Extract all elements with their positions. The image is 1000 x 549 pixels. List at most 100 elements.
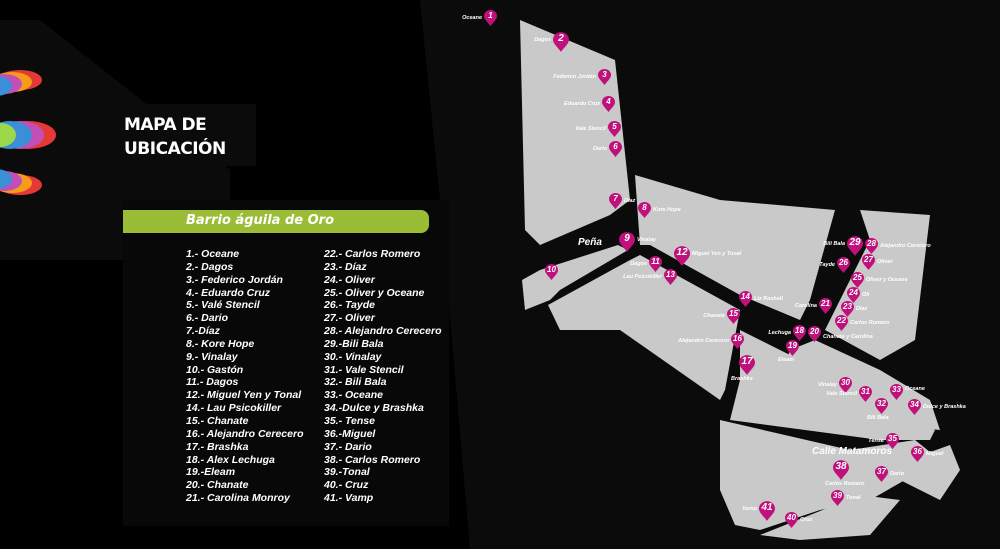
city-blocks	[520, 20, 960, 540]
map-pin-icon	[890, 384, 903, 400]
pin-number: 35	[888, 434, 897, 443]
pin-label: Tayde	[819, 262, 835, 268]
pin-label: Chanate	[703, 313, 725, 319]
list-item: 6.- Dario	[186, 312, 229, 325]
map-pin[interactable]: 1	[484, 10, 497, 26]
list-item: 19.-Eleam	[186, 466, 236, 479]
map-pin[interactable]: 20	[808, 326, 821, 342]
map-pin[interactable]: 10	[545, 264, 558, 280]
list-item: 41.- Vamp	[324, 492, 374, 505]
map-pin[interactable]: 31	[859, 386, 872, 402]
pin-label: Vale Stencil	[826, 391, 857, 397]
map-pin[interactable]: 14	[739, 291, 752, 307]
map-pin[interactable]: 41	[759, 501, 775, 521]
list-item: 30.- Vinalay	[324, 350, 382, 363]
pin-number: 2	[558, 33, 564, 44]
pin-number: 26	[839, 258, 848, 267]
pin-number: 22	[837, 316, 846, 325]
map-pin[interactable]: 40	[785, 512, 798, 528]
list-item: 25.- Oliver y Oceane	[324, 286, 425, 299]
list-item: 31.- Vale Stencil	[324, 363, 404, 376]
map-pin[interactable]: 35	[886, 433, 899, 449]
map-pin-icon	[602, 96, 615, 112]
pin-label: Lechuga	[768, 330, 791, 336]
pin-number: 31	[861, 387, 870, 396]
map-pin[interactable]: 32	[875, 398, 888, 414]
map-pin[interactable]: 37	[875, 466, 888, 482]
map-pin-icon	[739, 355, 755, 375]
pin-number: 36	[913, 447, 922, 456]
pin-number: 8	[642, 203, 647, 212]
map-pin[interactable]: 26	[837, 257, 850, 273]
list-item: 7.-Díaz	[186, 325, 220, 338]
map-pin[interactable]: 27	[862, 254, 875, 270]
pin-number: 38	[835, 461, 847, 472]
map-pin[interactable]: 2	[553, 32, 569, 52]
pin-label: Oliver y Oceane	[866, 277, 908, 283]
map-pin[interactable]: 33	[890, 384, 903, 400]
list-item: 16.- Alejandro Cerecero	[186, 427, 304, 440]
pin-label: Carlos Romero	[850, 320, 890, 326]
map-pin[interactable]: 15	[727, 308, 740, 324]
map-pin-icon	[609, 141, 622, 157]
pin-number: 28	[867, 239, 876, 248]
list-item: 4.- Eduardo Cruz	[186, 286, 271, 299]
map-pin-icon	[833, 460, 849, 480]
map-pin[interactable]: 29	[847, 236, 863, 256]
map-pin[interactable]: 23	[841, 301, 854, 317]
map-pin[interactable]: 7	[609, 193, 622, 209]
map-pin[interactable]: 36	[911, 446, 924, 462]
pin-label: Oceane	[462, 15, 482, 21]
list-item: 10.- Gastón	[186, 363, 244, 376]
pin-number: 21	[821, 299, 830, 308]
map-pin[interactable]: 11	[649, 256, 662, 272]
map-pin-icon	[638, 202, 651, 218]
map-pin[interactable]: 24	[847, 287, 860, 303]
map-pin-icon	[911, 446, 924, 462]
map-pin-icon	[819, 298, 832, 314]
map-pin[interactable]: 28	[865, 238, 878, 254]
map-pin[interactable]: 5	[608, 121, 621, 137]
pin-label: Oli	[862, 292, 870, 298]
map-pin[interactable]: 22	[835, 315, 848, 331]
map-pin-icon	[545, 264, 558, 280]
list-item: 24.- Oliver	[324, 273, 375, 286]
pin-label: Dagos	[534, 37, 551, 43]
map-pin[interactable]: 12	[674, 246, 690, 266]
map-pin[interactable]: 4	[602, 96, 615, 112]
map-pin[interactable]: 8	[638, 202, 651, 218]
list-item: 9.- Vinalay	[186, 350, 238, 363]
pin-number: 11	[651, 257, 660, 266]
map-pin[interactable]: 9	[619, 232, 635, 252]
list-item: 18.- Alex Lechuga	[186, 453, 275, 466]
map-pin[interactable]: 13	[664, 269, 677, 285]
pin-label: Oliver	[877, 259, 893, 265]
map-pin[interactable]: 34	[908, 399, 921, 415]
map-pin[interactable]: 21	[819, 298, 832, 314]
pin-number: 30	[841, 378, 850, 387]
map-pin[interactable]: 3	[598, 69, 611, 85]
map-pin[interactable]: 16	[731, 333, 744, 349]
pin-label: Liz Rashell	[754, 296, 783, 302]
map-pin-icon	[674, 246, 690, 266]
pin-number: 34	[910, 400, 919, 409]
map-pin-icon	[839, 377, 852, 393]
pin-number: 3	[602, 70, 607, 79]
map-pin[interactable]: 6	[609, 141, 622, 157]
map-pin[interactable]: 18	[793, 325, 806, 341]
map-pin-icon	[875, 398, 888, 414]
map-pin-icon	[598, 69, 611, 85]
pin-number: 23	[843, 302, 852, 311]
map-pin[interactable]: 30	[839, 377, 852, 393]
map-pin[interactable]: 17	[739, 355, 755, 375]
map-pin[interactable]: 19	[786, 340, 799, 356]
map-pin[interactable]: 25	[851, 272, 864, 288]
map-pin-icon	[835, 315, 848, 331]
pin-number: 6	[613, 142, 618, 151]
list-item: 38.- Carlos Romero	[324, 453, 421, 466]
map-pin[interactable]: 38	[833, 460, 849, 480]
list-item: 11.- Dagos	[186, 376, 239, 389]
map-pin[interactable]: 39	[831, 490, 844, 506]
map-pin-icon	[727, 308, 740, 324]
pin-label: Federico Jordán	[553, 74, 596, 80]
